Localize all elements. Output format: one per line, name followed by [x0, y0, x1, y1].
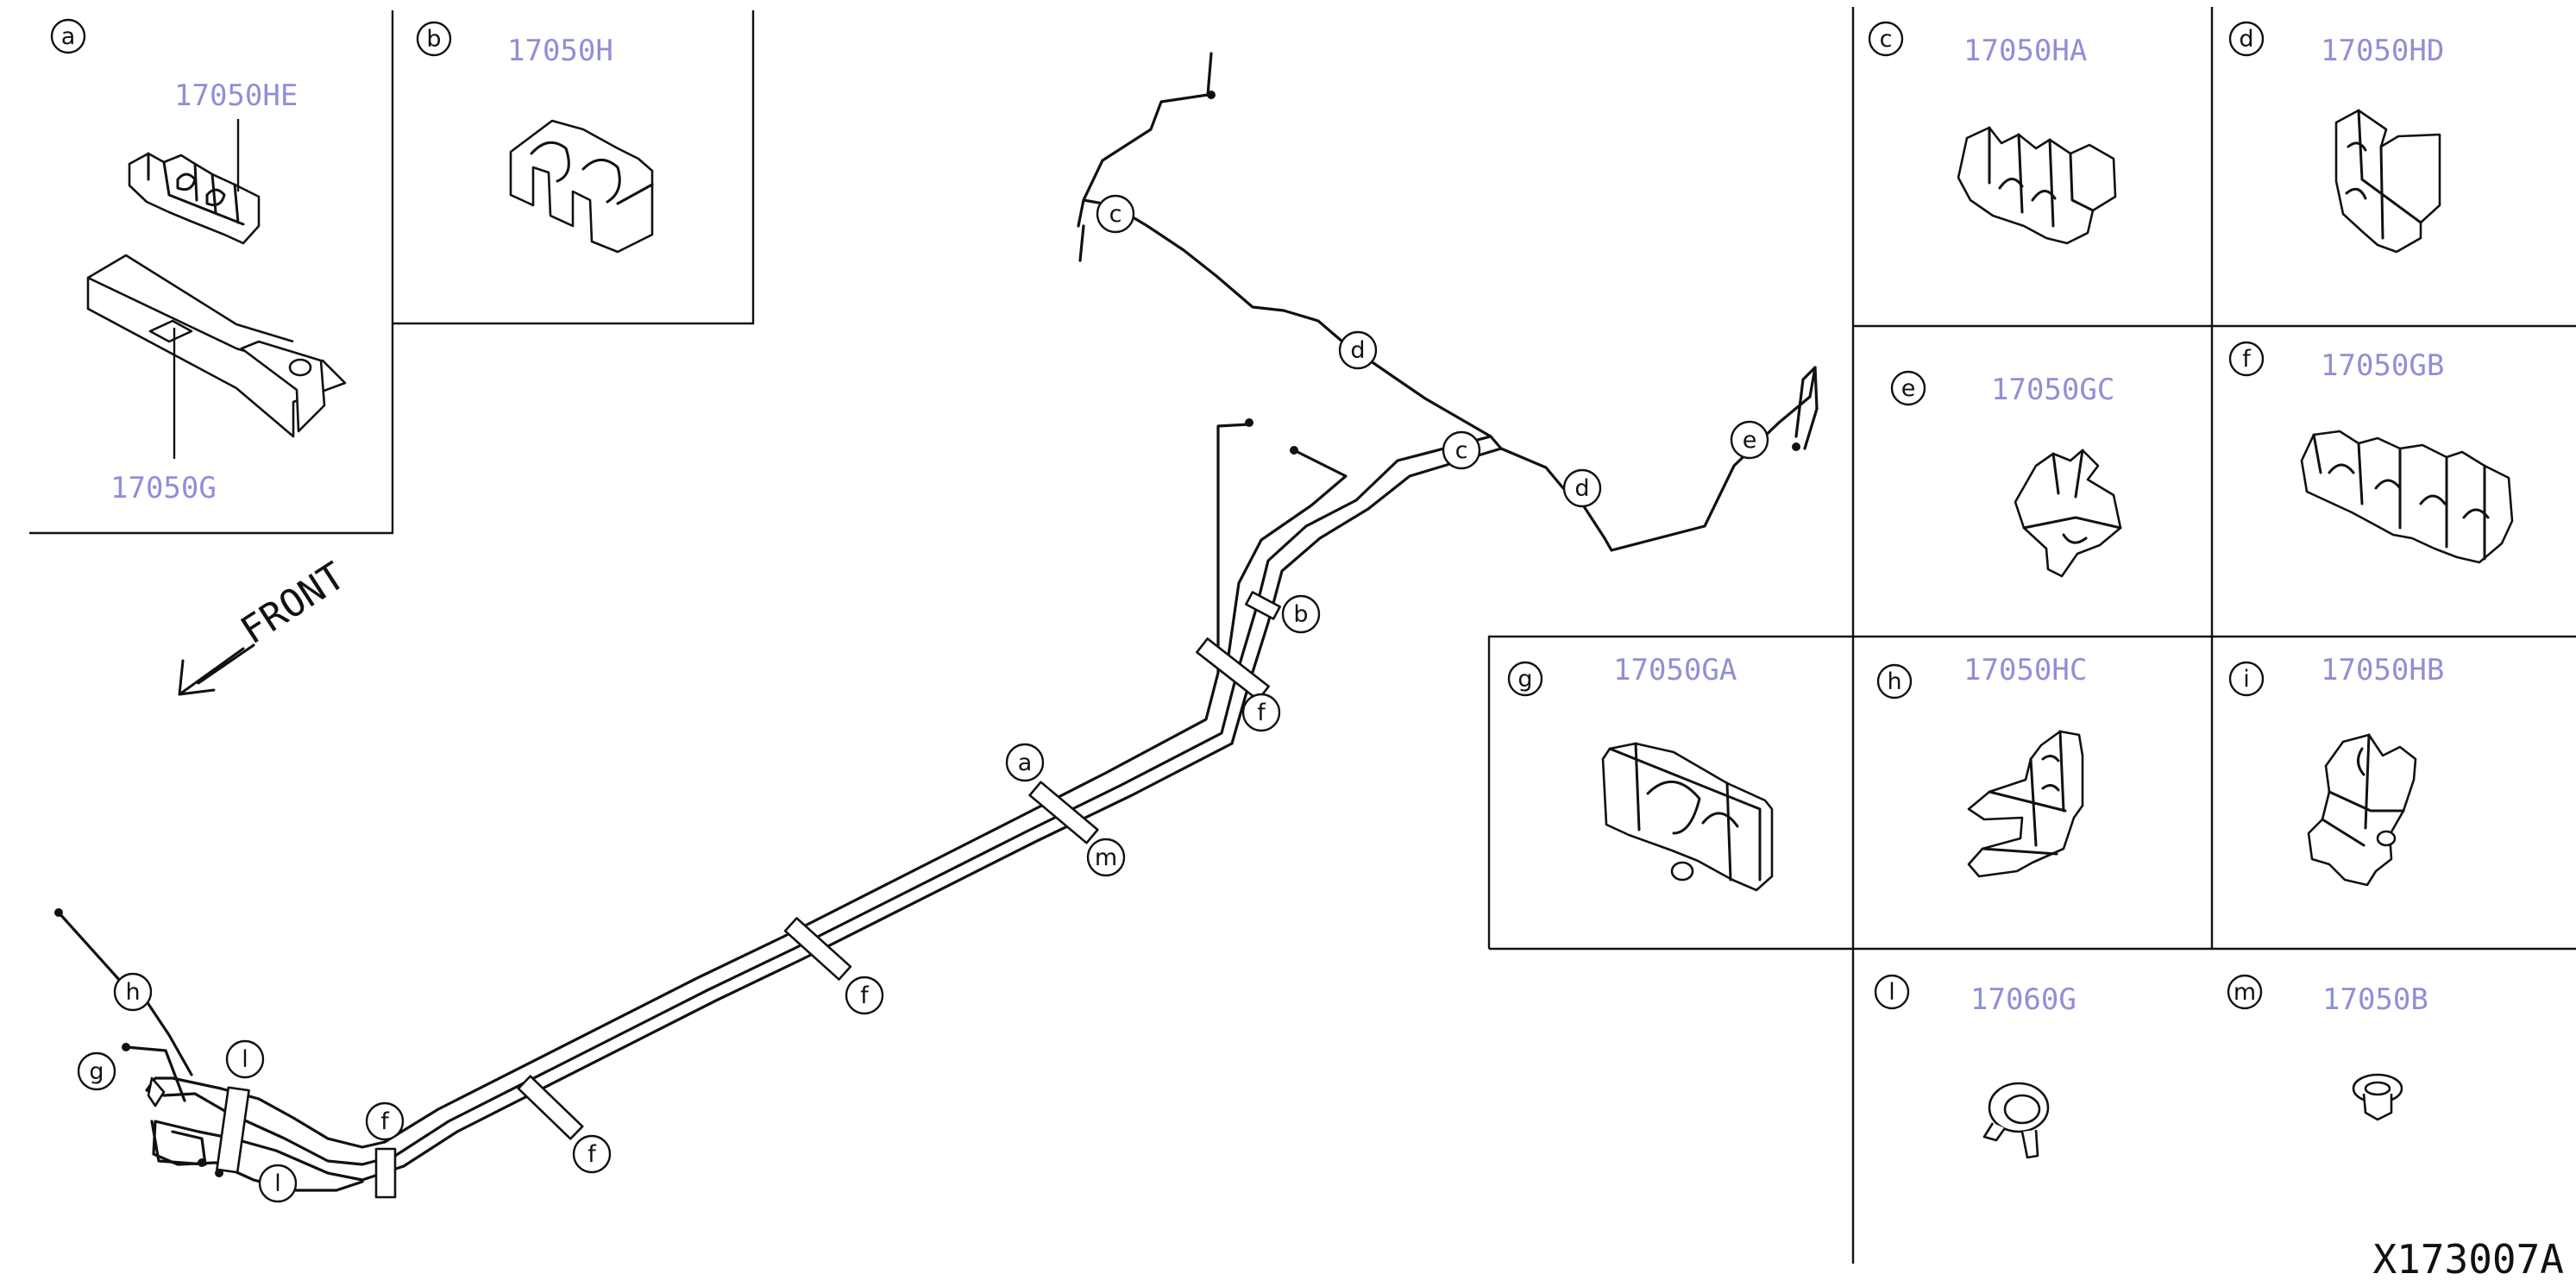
pipe-clip-l1: [216, 1086, 250, 1174]
clip-17050GA-drawing: [1601, 742, 1774, 892]
svg-text:f: f: [380, 1108, 390, 1135]
svg-text:c: c: [1455, 437, 1468, 464]
part-number-17050GA: 17050GA: [1613, 653, 1737, 687]
pipe-clip-f4: [374, 1147, 397, 1199]
svg-text:b: b: [426, 26, 441, 53]
callout-b: b: [1281, 594, 1321, 634]
pipe-clip-h: [147, 1076, 166, 1107]
plug-17050B-drawing: [2352, 1073, 2403, 1121]
part-number-17060G: 17060G: [1970, 982, 2077, 1017]
callout-l-lower: l: [258, 1164, 298, 1203]
svg-text:f: f: [860, 982, 870, 1009]
panel-letter-b: b: [416, 21, 452, 57]
callout-f-lower: f: [572, 1134, 612, 1174]
svg-text:d: d: [1350, 337, 1365, 364]
svg-text:FRONT: FRONT: [233, 554, 353, 653]
clip-17050HE-drawing: [128, 119, 261, 245]
part-number-17050HA: 17050HA: [1963, 34, 2087, 68]
svg-text:m: m: [2234, 979, 2256, 1006]
callout-g: g: [77, 1051, 116, 1091]
clip-17050HA-drawing: [1957, 126, 2117, 245]
svg-text:h: h: [1887, 668, 1901, 695]
callout-l-upper: l: [225, 1039, 265, 1079]
callout-d-right: d: [1562, 468, 1602, 508]
part-number-17050GB: 17050GB: [2321, 348, 2444, 383]
part-number-17050HE: 17050HE: [174, 78, 298, 113]
panel-letter-g: g: [1507, 661, 1543, 697]
panel-letter-c: c: [1868, 21, 1904, 57]
brake-pipe-assembly: [54, 52, 1819, 1199]
callout-d-upper: d: [1338, 330, 1378, 370]
bracket-17050G-drawing: [86, 254, 347, 459]
part-number-17050H: 17050H: [507, 34, 613, 68]
clip-17050GC-drawing: [2014, 449, 2122, 578]
svg-text:a: a: [1018, 750, 1033, 776]
svg-text:e: e: [1743, 427, 1757, 454]
panel-letter-a: a: [50, 18, 86, 54]
part-number-17050HD: 17050HD: [2321, 34, 2444, 68]
front-direction-indicator: FRONT: [178, 554, 353, 696]
svg-text:f: f: [587, 1141, 597, 1168]
panel-letter-f: f: [2228, 341, 2265, 377]
svg-text:i: i: [2243, 666, 2250, 693]
svg-text:c: c: [1109, 201, 1122, 228]
callout-c-upper: c: [1096, 194, 1135, 234]
svg-text:l: l: [1888, 979, 1895, 1006]
svg-text:m: m: [1095, 844, 1117, 871]
callout-f-middle: f: [845, 976, 884, 1015]
svg-text:l: l: [242, 1046, 248, 1073]
svg-text:g: g: [89, 1058, 104, 1085]
panel-letter-l: l: [1874, 974, 1910, 1010]
svg-text:e: e: [1901, 375, 1916, 402]
part-number-17050G: 17050G: [110, 471, 217, 505]
callout-h: h: [113, 972, 153, 1012]
pipe-clip-a: [1028, 781, 1099, 844]
callout-f-rear: f: [365, 1101, 405, 1141]
part-number-17050HB: 17050HB: [2321, 653, 2444, 687]
panel-letter-e: e: [1890, 370, 1926, 406]
panel-frames: [29, 7, 2576, 1264]
panel-letter-h: h: [1876, 663, 1913, 700]
part-number-17050GC: 17050GC: [1991, 373, 2114, 407]
callout-c-middle: c: [1442, 430, 1481, 470]
svg-text:d: d: [1574, 475, 1589, 502]
clip-17050HB-drawing: [2307, 733, 2417, 887]
diagram-code: X173007A: [2372, 1236, 2564, 1280]
pipe-clip-f2: [783, 917, 852, 981]
grommet-17060G-drawing: [1982, 1082, 2050, 1159]
pipe-clip-f3: [517, 1075, 584, 1140]
callout-m: m: [1086, 838, 1126, 877]
front-arrow-icon: [178, 643, 255, 696]
panel-letter-i: i: [2228, 661, 2265, 697]
clip-17050H-drawing: [509, 119, 654, 254]
callout-e: e: [1730, 420, 1769, 460]
svg-text:l: l: [274, 1170, 281, 1197]
part-number-17050B: 17050B: [2322, 982, 2428, 1017]
pipe-clip-f1: [1196, 637, 1270, 701]
svg-text:h: h: [125, 979, 140, 1006]
svg-text:f: f: [1257, 700, 1266, 726]
callout-f-upper: f: [1241, 693, 1281, 732]
svg-text:d: d: [2239, 26, 2253, 53]
svg-text:b: b: [1293, 601, 1308, 628]
callout-a: a: [1005, 743, 1045, 782]
svg-text:g: g: [1517, 666, 1532, 693]
svg-text:c: c: [1880, 26, 1893, 53]
clip-17050HC-drawing: [1967, 730, 2084, 878]
clip-17050HD-drawing: [2334, 109, 2441, 254]
svg-text:f: f: [2242, 346, 2252, 373]
panel-letter-m: m: [2227, 974, 2263, 1010]
clip-17050GB-drawing: [2300, 430, 2514, 564]
pipe-clip-b: [1245, 591, 1281, 620]
part-number-17050HC: 17050HC: [1963, 653, 2087, 687]
panel-letter-d: d: [2228, 21, 2265, 57]
svg-text:a: a: [61, 23, 76, 50]
